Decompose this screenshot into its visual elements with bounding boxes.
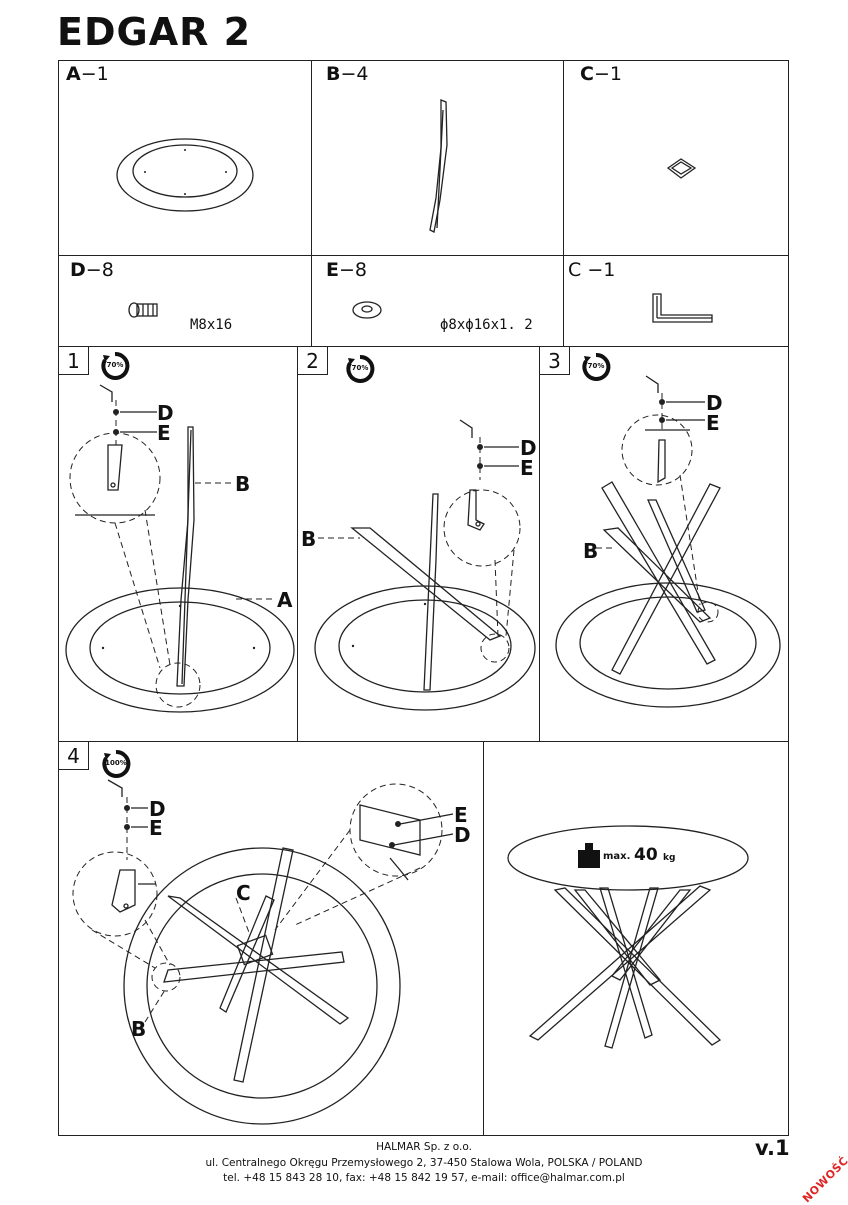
divider bbox=[58, 255, 789, 256]
callout-a: A bbox=[277, 588, 293, 612]
callout-d: D bbox=[157, 401, 174, 425]
torque-value: 70% bbox=[351, 364, 369, 372]
step-number: 3 bbox=[540, 347, 570, 375]
callout-e: E bbox=[149, 816, 163, 840]
callout-b: B bbox=[131, 1017, 147, 1041]
part-d-label: D−8 bbox=[70, 259, 114, 281]
torque-value: 100% bbox=[105, 759, 127, 767]
bolt-spec: M8x16 bbox=[190, 317, 233, 333]
load-value: 40 bbox=[634, 845, 658, 865]
divider bbox=[311, 60, 312, 346]
callout-d: D bbox=[706, 391, 723, 415]
torque-value: 70% bbox=[587, 362, 605, 370]
version-label: v.1 bbox=[755, 1136, 790, 1160]
callout-d: D bbox=[149, 797, 166, 821]
callout-e: E bbox=[706, 411, 720, 435]
step-number: 1 bbox=[59, 347, 89, 375]
callout-d: D bbox=[454, 823, 471, 847]
part-b-label: B−4 bbox=[326, 63, 369, 85]
torque-value: 70% bbox=[106, 361, 124, 369]
step-number: 2 bbox=[298, 347, 328, 375]
step-number: 4 bbox=[59, 742, 89, 770]
callout-b: B bbox=[235, 472, 251, 496]
torque-icon bbox=[101, 351, 130, 380]
divider bbox=[297, 346, 298, 741]
instruction-frame bbox=[58, 60, 789, 1136]
divider bbox=[58, 741, 789, 742]
callout-c: C bbox=[236, 881, 251, 905]
callout-e: E bbox=[454, 803, 468, 827]
divider bbox=[563, 60, 564, 346]
load-label: max. bbox=[603, 851, 631, 862]
callout-b: B bbox=[301, 527, 317, 551]
part-c-label: C−1 bbox=[580, 63, 622, 85]
divider bbox=[58, 346, 789, 347]
callout-d: D bbox=[520, 436, 537, 460]
part-e-label: E−8 bbox=[326, 259, 367, 281]
company-address: ul. Centralnego Okręgu Przemysłowego 2, … bbox=[205, 1157, 643, 1169]
callout-b: B bbox=[583, 539, 599, 563]
part-key-label: C −1 bbox=[568, 259, 616, 281]
washer-spec: ϕ8xϕ16x1. 2 bbox=[440, 317, 533, 333]
part-a-label: A−1 bbox=[66, 63, 109, 85]
product-title: EDGAR 2 bbox=[57, 10, 252, 54]
company-contact: tel. +48 15 843 28 10, fax: +48 15 842 1… bbox=[223, 1172, 625, 1184]
torque-icon bbox=[582, 352, 611, 381]
callout-e: E bbox=[157, 421, 171, 445]
divider bbox=[483, 741, 484, 1136]
divider bbox=[539, 346, 540, 741]
torque-icon bbox=[102, 749, 131, 778]
callout-e: E bbox=[520, 456, 534, 480]
torque-icon bbox=[346, 354, 375, 383]
load-unit: kg bbox=[663, 853, 676, 863]
company-name: HALMAR Sp. z o.o. bbox=[376, 1141, 472, 1153]
